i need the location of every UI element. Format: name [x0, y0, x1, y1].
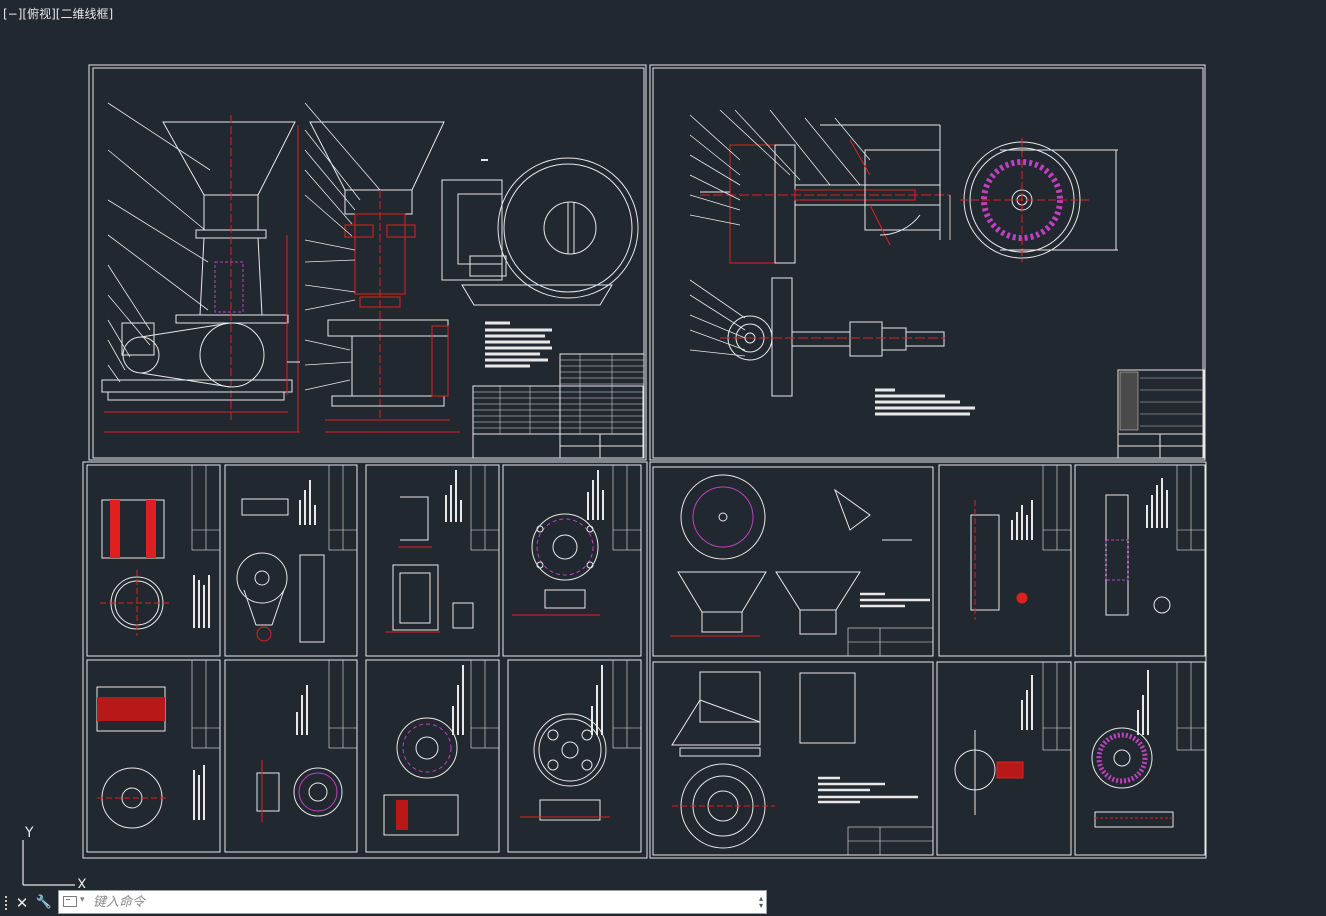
part-perforated-disk [520, 713, 610, 821]
sheet-parts-left [82, 461, 648, 859]
part-ring-b [383, 717, 459, 836]
part-frame [671, 671, 856, 849]
svg-text:X: X [77, 877, 87, 888]
requirement-bars [193, 470, 1168, 820]
machine-front-view [101, 115, 300, 433]
machine-side-view [309, 121, 460, 433]
command-line-bar: ✕ 🔧 ▾ ▴▾ [0, 889, 770, 916]
chevron-down-icon[interactable]: ▾ [80, 895, 85, 905]
part-shaft-small [970, 494, 1171, 620]
shaft-part-view [720, 277, 945, 397]
drawing-canvas[interactable]: Y X [0, 0, 1326, 888]
motor-view [441, 157, 639, 306]
part-rotor [954, 727, 1174, 828]
sheet-parts-right [649, 461, 1207, 859]
part-gear [96, 686, 168, 829]
viewport-controls[interactable]: [−][俯视][二维线框] [3, 7, 114, 21]
sheet-assembly [88, 64, 647, 461]
command-line-grip[interactable] [0, 889, 12, 916]
title-block [472, 353, 645, 459]
part-impeller [236, 498, 325, 643]
wrench-icon[interactable]: 🔧 [35, 895, 53, 910]
part-roller [100, 499, 170, 636]
command-history-arrows[interactable]: ▴▾ [758, 894, 763, 910]
svg-text:Y: Y [24, 825, 34, 841]
command-input-container: ▾ ▴▾ [58, 890, 767, 914]
sheet-shaft [649, 64, 1206, 461]
part-flange [512, 513, 600, 616]
command-input[interactable] [93, 891, 753, 913]
command-prompt-icon[interactable] [63, 896, 77, 907]
ucs-icon: Y X [22, 825, 87, 888]
part-title-blocks [191, 464, 1206, 856]
close-icon[interactable]: ✕ [15, 894, 29, 912]
die-disk-view [960, 138, 1118, 262]
part-bracket [385, 496, 474, 633]
shaft-assembly [700, 124, 951, 264]
part-ring-a [256, 760, 343, 822]
part-hopper [670, 474, 912, 637]
